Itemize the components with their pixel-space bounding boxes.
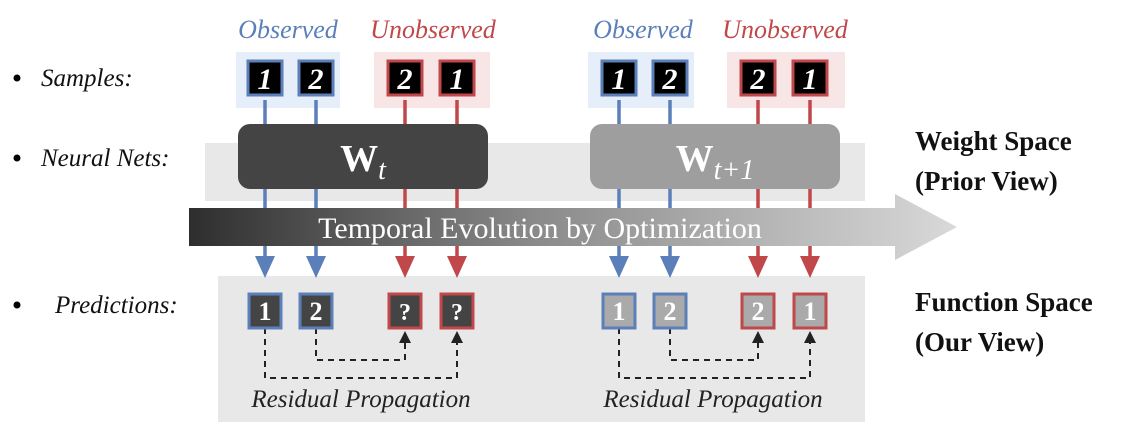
header-observed-right: Observed bbox=[593, 15, 694, 44]
prediction-value: 2 bbox=[752, 297, 765, 326]
header-unobserved-right: Unobserved bbox=[722, 15, 849, 44]
sample-tiles-right: 1 2 2 1 bbox=[600, 59, 829, 97]
sample-tile bbox=[739, 59, 777, 97]
view-weight-line2: (Prior View) bbox=[915, 166, 1058, 196]
row-label-samples: Samples: bbox=[41, 65, 133, 92]
prediction-box bbox=[652, 292, 688, 330]
model-box-wt1 bbox=[590, 124, 840, 189]
row-label-neural-nets: Neural Nets: bbox=[40, 145, 169, 172]
sample-tile bbox=[791, 59, 829, 97]
sample-digit: 2 bbox=[308, 63, 324, 96]
residual-dashed-lines bbox=[264, 328, 811, 379]
bullet bbox=[13, 154, 21, 162]
residual-label-left: Residual Propagation bbox=[250, 386, 470, 413]
row-labels: Samples: Neural Nets: Predictions: bbox=[13, 65, 178, 319]
prediction-value: 1 bbox=[804, 297, 817, 326]
view-weight-line1: Weight Space bbox=[915, 126, 1072, 156]
prediction-value: ? bbox=[451, 300, 463, 326]
prediction-box bbox=[247, 292, 283, 330]
sample-tile bbox=[246, 59, 284, 97]
sample-digit: 1 bbox=[612, 63, 627, 96]
model-label-wt1: Wt+1 bbox=[676, 138, 755, 186]
row-label-predictions: Predictions: bbox=[54, 292, 178, 319]
model-label-wt: Wt bbox=[340, 138, 387, 186]
prediction-box bbox=[601, 292, 637, 330]
bullet bbox=[13, 74, 21, 82]
prediction-value: 2 bbox=[310, 297, 323, 326]
prediction-value: 1 bbox=[613, 297, 626, 326]
bullet bbox=[13, 301, 21, 309]
view-function-line2: (Our View) bbox=[915, 327, 1044, 357]
header-observed-left: Observed bbox=[238, 15, 339, 44]
header-unobserved-left: Unobserved bbox=[370, 15, 497, 44]
prediction-box bbox=[387, 292, 423, 330]
sample-tile bbox=[438, 59, 476, 97]
prediction-value: ? bbox=[399, 300, 411, 326]
prediction-box bbox=[740, 292, 776, 330]
sample-digit: 2 bbox=[662, 63, 678, 96]
prediction-box bbox=[298, 292, 334, 330]
temporal-evolution-label: Temporal Evolution by Optimization bbox=[318, 212, 762, 245]
temporal-evolution-arrow bbox=[189, 194, 957, 260]
prediction-box bbox=[439, 292, 475, 330]
predictions-t1: 1 2 2 1 bbox=[601, 292, 828, 330]
sample-tile bbox=[297, 59, 335, 97]
sample-digit: 1 bbox=[803, 63, 818, 96]
sample-tiles-left: 1 2 2 1 bbox=[246, 59, 476, 97]
sample-digit: 2 bbox=[397, 63, 413, 96]
sample-digit: 1 bbox=[258, 63, 273, 96]
predictions-t: 1 2 ? ? bbox=[247, 292, 475, 330]
sample-digit: 1 bbox=[450, 63, 465, 96]
prediction-value: 1 bbox=[259, 297, 272, 326]
sample-tile bbox=[386, 59, 424, 97]
view-function-line1: Function Space bbox=[915, 287, 1093, 317]
prediction-value: 2 bbox=[664, 297, 677, 326]
connector-arrowheads bbox=[255, 256, 820, 278]
prediction-box bbox=[792, 292, 828, 330]
sample-tile bbox=[600, 59, 638, 97]
sample-digit: 2 bbox=[750, 63, 766, 96]
residual-arrowheads bbox=[399, 331, 816, 343]
residual-label-right: Residual Propagation bbox=[602, 386, 822, 413]
model-box-wt bbox=[238, 124, 488, 189]
sample-tile bbox=[651, 59, 689, 97]
